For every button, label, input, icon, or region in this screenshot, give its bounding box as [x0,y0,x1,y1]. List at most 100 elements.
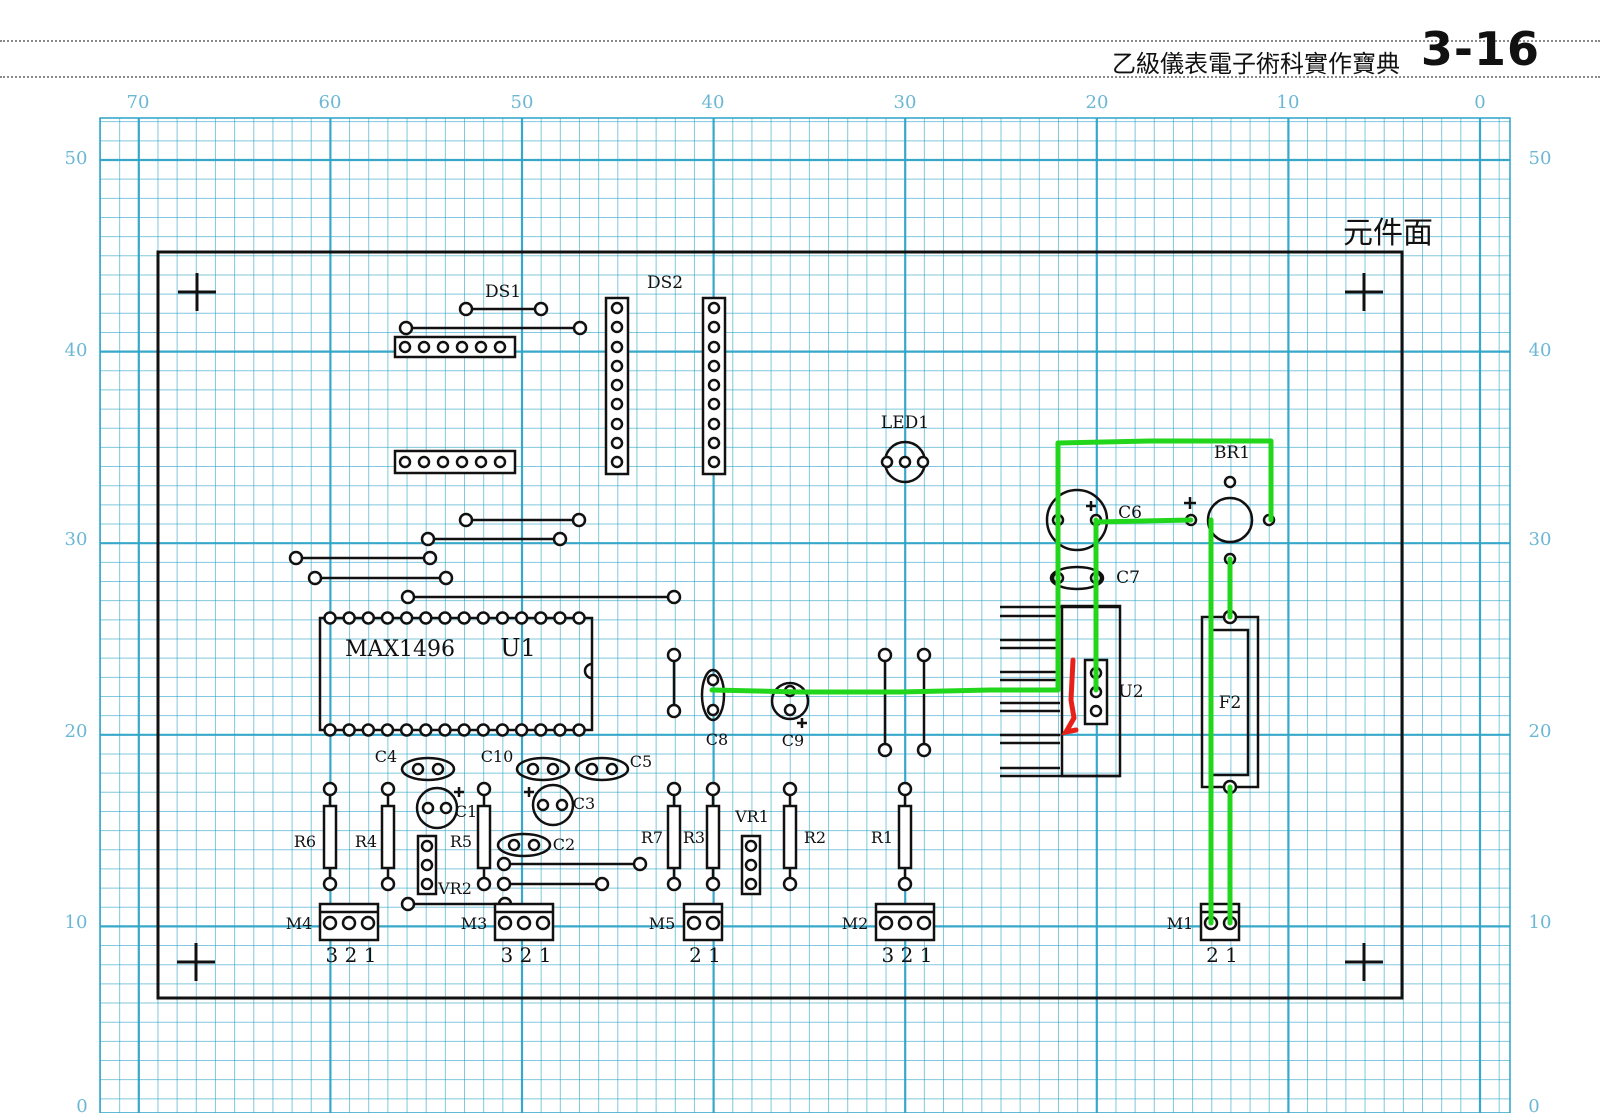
mounting-marks [177,273,1383,981]
axis-labels: 0 10 20 30 40 50 60 70 50 40 30 20 10 0 … [65,92,1552,1113]
c1-footprint [415,786,464,830]
board-outline [156,250,1404,1000]
y-tick-50-right: 50 [1529,148,1552,169]
u1-pin-pad [419,611,433,625]
r1-label: R1 [871,828,893,847]
green-traces [709,438,1274,926]
r5-footprint [476,781,492,892]
y-tick-10-right: 10 [1529,912,1552,933]
c8-footprint [700,668,726,722]
m1-pins: 2 1 [1206,943,1238,967]
header-rule-top [0,40,1600,42]
vr1-footprint [740,834,762,896]
x-tick-50: 50 [511,92,534,113]
c8-label: C8 [706,730,728,749]
f2-label: F2 [1219,693,1242,713]
page-number: 3-16 [1420,22,1540,76]
mount-cross-bottom-right [1345,943,1383,981]
c3-label: C3 [573,794,595,813]
r3-footprint [705,781,721,892]
y-tick-30-right: 30 [1529,529,1552,550]
x-tick-20: 20 [1086,92,1109,113]
y-tick-20-left: 20 [65,721,88,742]
r4-label: R4 [355,832,377,851]
y-tick-30-left: 30 [65,529,88,550]
r7-label: R7 [641,828,663,847]
u1-pin-pad [380,611,395,625]
m2-label: M2 [842,914,869,933]
ds2-label: DS2 [647,273,683,293]
y-tick-40-right: 40 [1529,340,1552,361]
m2-pins: 3 2 1 [882,943,933,967]
u1-pin-pad [514,611,529,625]
u1-pin-pad [399,723,414,737]
jumper-wires [288,512,932,912]
br1-label: BR1 [1214,443,1250,463]
u1-pin-pad [323,611,337,625]
u1-part-label: MAX1496 [345,637,455,662]
m5-pins: 2 1 [689,943,721,967]
m5-terminal [682,902,724,942]
mount-cross-top-left [178,273,216,311]
r5-label: R5 [450,832,472,851]
red-mark [1061,657,1079,736]
m4-label: M4 [286,914,313,933]
u1-pin-pad [495,723,510,737]
c1-label: C1 [455,802,477,821]
book-title: 乙級儀表電子術科實作寶典 [1112,50,1400,78]
u1-pin-pad [476,723,491,737]
u1-pin-pad [572,723,586,737]
x-tick-60: 60 [319,92,342,113]
u1-pin-pad [380,723,395,737]
x-tick-10: 10 [1277,92,1300,113]
x-tick-40: 40 [702,92,725,113]
x-tick-70: 70 [127,92,150,113]
u1-pin-pad [457,723,471,737]
r2-label: R2 [804,828,826,847]
r1-footprint [897,781,913,892]
mount-cross-top-right [1345,273,1383,311]
vr2-footprint [416,834,438,896]
vr1-label: VR1 [734,807,769,826]
c2-footprint [496,832,552,858]
grid-border [99,117,1511,1113]
u1-pin-pad [342,723,356,737]
u1-ref-label: U1 [500,634,536,662]
led1-label: LED1 [881,413,929,433]
led1-footprint [880,440,930,484]
c5-label: C5 [630,752,652,771]
br1-footprint [1184,475,1276,566]
m4-pins: 3 2 1 [326,943,377,967]
u1-pin-pad [495,611,510,625]
u1-pin-pad [419,723,433,737]
u1-pin-pad [399,611,414,625]
m4-terminal [318,902,380,942]
c9-label: C9 [782,731,804,750]
c10-footprint [515,756,571,782]
ds2-footprint [604,296,727,476]
y-tick-10-left: 10 [65,912,88,933]
c6-label: C6 [1118,503,1142,523]
header-rule-bottom [0,76,1600,78]
u1-pin-pad [514,723,529,737]
r6-footprint [322,781,338,892]
c4-label: C4 [375,747,397,766]
u1-pin-pad [323,723,337,737]
u1-pin-pad [361,611,376,625]
x-tick-30: 30 [894,92,917,113]
m3-terminal [493,902,555,942]
y-tick-40-left: 40 [65,340,88,361]
u1-pin-pad [438,723,452,737]
ds1-footprint [393,301,588,475]
c5-footprint [574,756,630,782]
u1-pin-pad [572,611,586,625]
u1-pin-pad [438,611,452,625]
vr2-label: VR2 [437,879,472,898]
c4-footprint [400,756,456,782]
green-trace-loop [1055,438,1274,523]
y-tick-0-left: 0 [76,1096,87,1113]
m2-terminal [874,902,936,942]
u1-pin-pad [361,723,376,737]
r3-label: R3 [683,828,705,847]
